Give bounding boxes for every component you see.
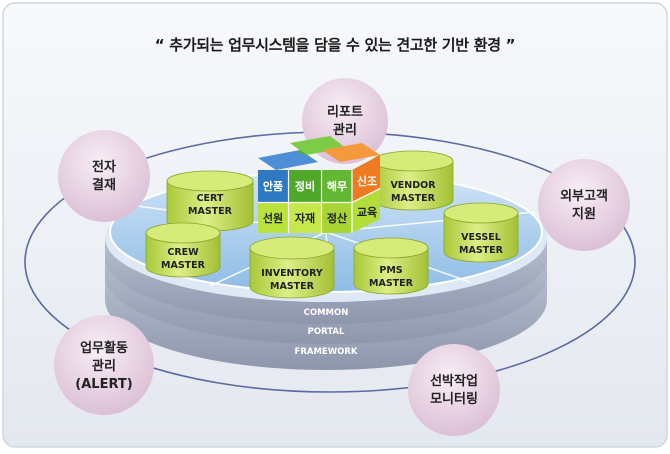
layer-framework-label: FRAMEWORK bbox=[295, 347, 358, 357]
cert-master-line1: CERT bbox=[197, 193, 224, 204]
cube-cell-seonwon bbox=[258, 203, 288, 233]
cube-label-anpum: 안품 bbox=[263, 179, 283, 193]
crew-master-line1: CREW bbox=[167, 247, 199, 258]
cube-cell-jajae bbox=[289, 203, 321, 233]
bubble-epay: 전자 결재 bbox=[58, 130, 150, 222]
bubble-customer-line1: 외부고객 bbox=[560, 188, 608, 204]
bubble-alert-line3: (ALERT) bbox=[75, 377, 132, 392]
pms-master-line2: MASTER bbox=[369, 278, 414, 289]
bubble-report-line2: 관리 bbox=[333, 122, 357, 138]
cube-cell-haemu bbox=[322, 170, 352, 202]
layer-common-label: COMMON bbox=[304, 308, 349, 318]
bubble-epay-line1: 전자 bbox=[92, 159, 116, 175]
cert-master-line2: MASTER bbox=[188, 206, 233, 217]
cube-label-seonwon: 선원 bbox=[263, 211, 283, 225]
cube-cell-anpum bbox=[258, 170, 288, 202]
bubble-alert-line1: 업무활동 bbox=[80, 340, 128, 356]
bubble-alert: 업무활동 관리 (ALERT) bbox=[54, 315, 154, 415]
bubble-report-line1: 리포트 bbox=[327, 104, 363, 120]
cylinder-inventory-master: INVENTORY MASTER bbox=[249, 236, 335, 299]
bubble-epay-line2: 결재 bbox=[92, 177, 116, 193]
cube-cell-jeongsan bbox=[322, 203, 352, 233]
cylinder-vendor-master: VENDOR MASTER bbox=[372, 150, 454, 211]
cube-cell-jeongbi bbox=[289, 170, 321, 202]
cube-label-jeongbi: 정비 bbox=[295, 179, 315, 193]
vendor-master-line1: VENDOR bbox=[390, 180, 436, 191]
inventory-master-line1: INVENTORY bbox=[261, 268, 323, 279]
vendor-master-line2: MASTER bbox=[391, 193, 436, 204]
bubble-customer: 외부고객 지원 bbox=[538, 159, 630, 251]
bubble-customer-line2: 지원 bbox=[572, 207, 596, 222]
cube-cell-sinjo bbox=[352, 155, 380, 202]
bubble-monitor-line1: 선박작업 bbox=[430, 373, 478, 389]
cube-label-jajae: 자재 bbox=[295, 211, 315, 225]
cube-label-sinjo: 신조 bbox=[357, 174, 377, 188]
bubble-monitor-line2: 모니터링 bbox=[430, 391, 478, 407]
cube-label-gyoyuk: 교육 bbox=[357, 206, 377, 219]
inventory-master-line2: MASTER bbox=[270, 281, 315, 292]
bubble-alert-line2: 관리 bbox=[92, 358, 116, 374]
pms-master-line1: PMS bbox=[379, 265, 402, 276]
bubble-monitor: 선박작업 모니터링 bbox=[408, 344, 500, 436]
cube-label-jeongsan: 정산 bbox=[327, 211, 347, 225]
layer-portal-label: PORTAL bbox=[308, 327, 345, 337]
vessel-master-line1: VESSEL bbox=[461, 232, 501, 243]
page-title: “ 추가되는 업무시스템을 담을 수 있는 견고한 기반 환경 ” bbox=[154, 36, 516, 54]
crew-master-line2: MASTER bbox=[161, 260, 206, 271]
cube-label-haemu: 해무 bbox=[327, 179, 347, 193]
cube-cell-gyoyuk bbox=[352, 189, 380, 233]
module-cube: 안품 정비 해무 신조 선원 자재 정산 교육 bbox=[258, 136, 381, 233]
cylinder-cert-master: CERT MASTER bbox=[166, 170, 254, 232]
vessel-master-line2: MASTER bbox=[459, 245, 504, 256]
cylinder-pms-master: PMS MASTER bbox=[353, 237, 429, 295]
cylinder-vessel-master: VESSEL MASTER bbox=[443, 202, 519, 263]
cylinder-crew-master: CREW MASTER bbox=[145, 222, 221, 278]
